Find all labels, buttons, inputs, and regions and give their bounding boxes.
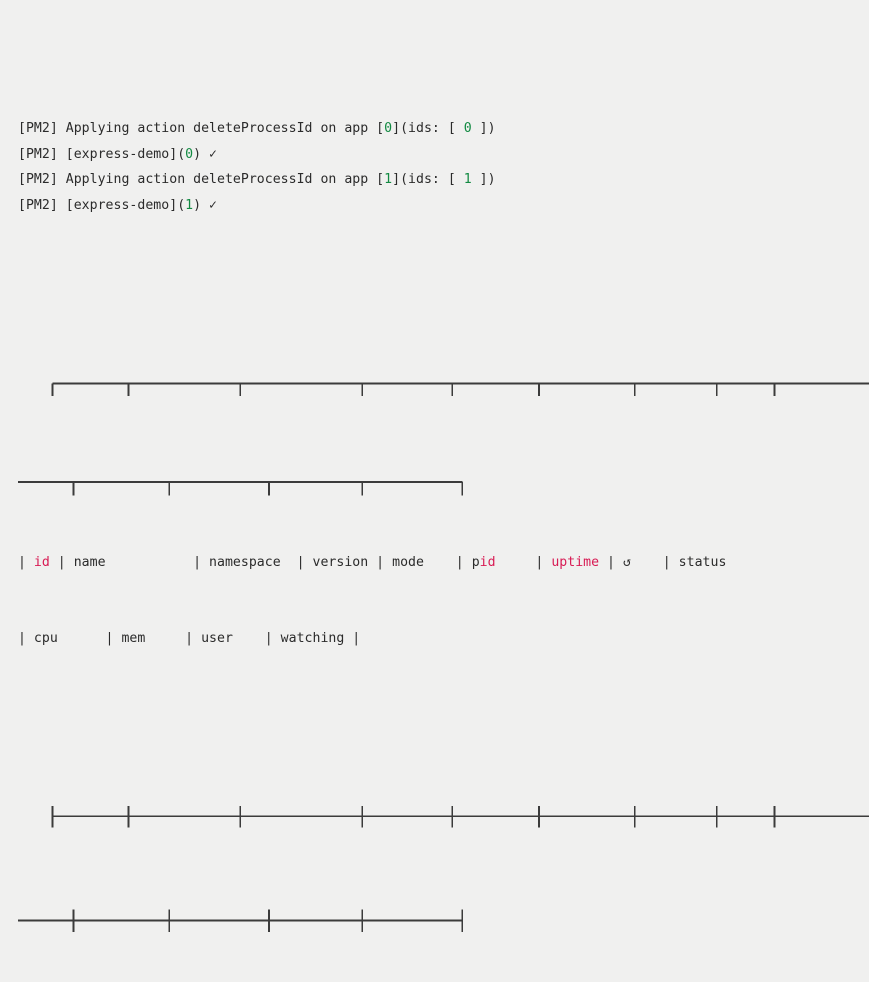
pm2-log-output: [PM2] Applying action deleteProcessId on… [18,116,869,218]
log-delete-1-seg-2: ](ids: [ [392,172,464,187]
terminal-window[interactable]: [PM2] Applying action deleteProcessId on… [0,0,869,932]
log-delete-0-seg-4: ]) [471,121,496,136]
table-top-border-narrow [18,422,869,496]
table-header-separator-wide [18,754,869,828]
table-header-row-2: | cpu | mem | user | watching | [18,631,361,646]
table-top-border-wide [18,320,869,396]
log-delete-0-seg-3: 0 [463,121,472,136]
table-header-row-1-part-0: | [18,554,34,570]
table-header-row-1-part-2: | name | namespace | version | mode | p [49,554,480,570]
table-header-row-1: | id | name | namespace | version | mode… [18,550,869,576]
log-done-1-seg-2: ) ✓ [193,197,218,213]
log-delete-1-seg-0: [PM2] Applying action deleteProcessId on… [18,172,385,187]
log-done-1-seg-1: 1 [185,197,194,213]
table-header-separator-narrow [18,856,869,932]
log-delete-1: [PM2] Applying action deleteProcessId on… [18,167,869,193]
log-done-0: [PM2] [express-demo](0) ✓ [18,142,869,168]
log-done-0-seg-0: [PM2] [express-demo]( [18,146,186,162]
table-header-row-1-part-6: | ↺ | status [599,554,727,570]
log-done-1: [PM2] [express-demo](1) ✓ [18,193,869,219]
log-delete-1-seg-1: 1 [384,172,393,187]
log-delete-0-seg-0: [PM2] Applying action deleteProcessId on… [18,121,385,136]
table-header-row-1-part-4: | [495,554,552,570]
log-delete-0-seg-1: 0 [384,121,393,136]
table-header-row-1-part-1: id [33,554,50,570]
log-delete-1-seg-3: 1 [463,172,472,187]
log-done-0-seg-1: 0 [185,146,194,162]
table-header-row-1-part-5: uptime [551,554,600,570]
log-delete-0-seg-2: ](ids: [ [392,121,464,136]
log-delete-1-seg-4: ]) [471,172,496,187]
table-header-row-1-part-3: id [479,554,496,570]
log-done-0-seg-2: ) ✓ [193,146,218,162]
log-done-1-seg-0: [PM2] [express-demo]( [18,197,186,213]
log-delete-0: [PM2] Applying action deleteProcessId on… [18,116,869,142]
